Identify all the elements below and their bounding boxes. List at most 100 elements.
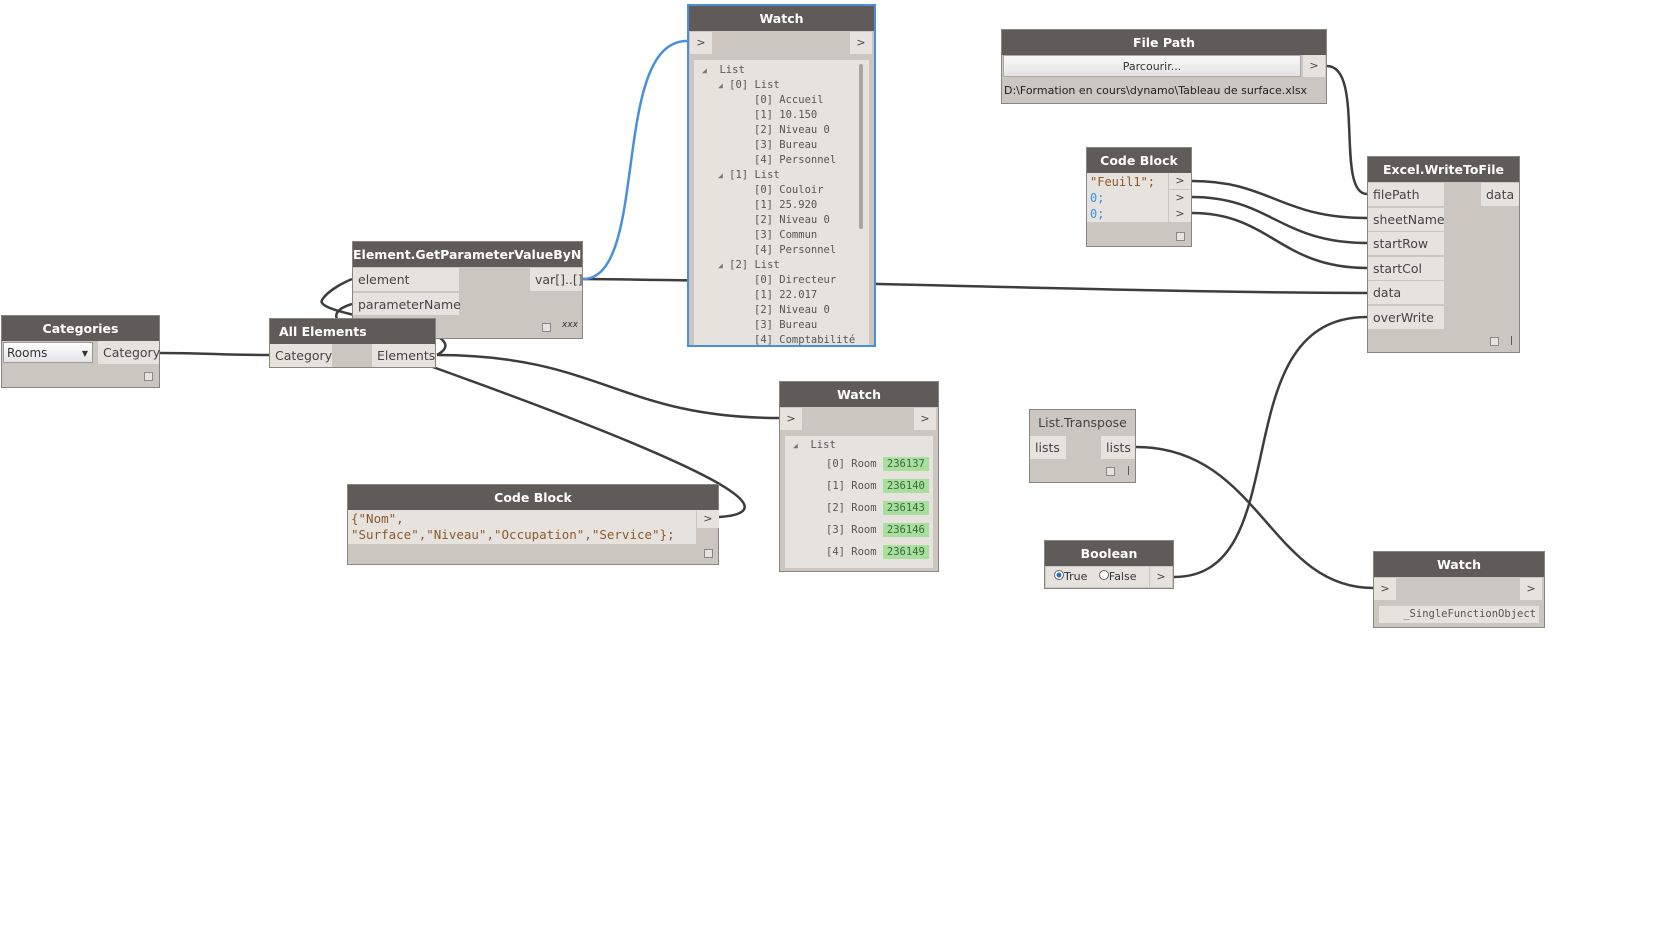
wire-sheetname	[1191, 179, 1368, 220]
preview-checkbox[interactable]	[704, 549, 713, 558]
output-port-2[interactable]: >	[1169, 190, 1191, 206]
wire-overwrite	[1173, 315, 1368, 579]
output-port[interactable]: >	[1520, 578, 1542, 600]
output-port-elements[interactable]: Elements	[372, 344, 435, 367]
collapse-triangle-icon[interactable]: ◢	[702, 66, 707, 75]
tree-leaf: [4] Comptabilité	[754, 334, 856, 345]
tree-leaf: [3] Bureau	[754, 139, 818, 151]
input-port-startcol[interactable]: startCol	[1368, 257, 1444, 280]
input-port-sheetname[interactable]: sheetName	[1368, 208, 1445, 231]
preview-checkbox[interactable]	[144, 372, 153, 381]
node-title: Boolean	[1045, 541, 1173, 566]
output-port[interactable]: >	[1150, 567, 1172, 587]
element-id-badge[interactable]: 236146	[882, 523, 929, 537]
preview-checkbox[interactable]	[542, 323, 551, 332]
output-port[interactable]: >	[697, 510, 719, 528]
output-port-3[interactable]: >	[1169, 206, 1191, 222]
preview-checkbox[interactable]	[1176, 232, 1185, 241]
code-block-node-params[interactable]: Code Block {"Nom", "Surface","Niveau","O…	[347, 484, 719, 565]
element-id-badge[interactable]: 236143	[882, 501, 929, 515]
excel-write-node[interactable]: Excel.WriteToFile filePath sheetName sta…	[1367, 156, 1520, 353]
code-block-node-sheet[interactable]: Code Block "Feuil1"; 0; 0; > > >	[1086, 147, 1192, 247]
node-title: Code Block	[348, 485, 718, 510]
input-port-element[interactable]: element	[353, 268, 459, 291]
tree-leaf: [4] Room 236149	[785, 541, 933, 563]
file-path-node[interactable]: File Path Parcourir... > D:\Formation en…	[1001, 29, 1327, 104]
tree-leaf: [4] Personnel	[754, 154, 837, 166]
element-id-badge[interactable]: 236137	[882, 457, 929, 471]
scrollbar[interactable]	[859, 64, 863, 229]
watch-tree[interactable]: ◢ List ◢ [0] List [0] Accueil [1] 10.150…	[694, 60, 869, 345]
node-title: Watch	[1374, 552, 1544, 577]
boolean-node[interactable]: Boolean True False >	[1044, 540, 1174, 589]
tree-leaf: [2] Niveau 0	[754, 304, 830, 316]
input-port[interactable]: >	[1374, 578, 1396, 600]
node-title: Categories	[2, 316, 159, 341]
input-port-overwrite[interactable]: overWrite	[1368, 306, 1444, 329]
categories-node[interactable]: Categories Rooms▼ Category	[1, 315, 160, 388]
lacing-indicator: |	[1510, 336, 1514, 346]
tree-leaf: [3] Bureau	[754, 319, 818, 331]
output-port-data[interactable]: data	[1481, 183, 1519, 206]
output-port[interactable]: >	[1303, 55, 1325, 77]
wire-elements-to-watch2	[436, 353, 780, 420]
boolean-toggle[interactable]: True False	[1046, 567, 1149, 587]
tree-leaf: [2] Niveau 0	[754, 124, 830, 136]
watch-node-transpose[interactable]: Watch > > _SingleFunctionObject	[1373, 551, 1545, 628]
input-port-data[interactable]: data	[1368, 281, 1444, 304]
node-title: All Elements	[270, 319, 435, 344]
tree-leaf: [2] Room 236143	[785, 497, 933, 519]
preview-checkbox[interactable]	[1490, 337, 1499, 346]
tree-leaf: [3] Room 236146	[785, 519, 933, 541]
output-port-var[interactable]: var[]..[]	[530, 268, 583, 291]
tree-leaf: [1] 22.017	[754, 289, 818, 301]
code-line: "Surface","Niveau","Occupation","Service…	[351, 527, 675, 542]
file-path-value: D:\Formation en cours\dynamo\Tableau de …	[1004, 84, 1308, 97]
tree-leaf: [4] Personnel	[754, 244, 837, 256]
watch-node-elements[interactable]: Watch > > ◢ List [0] Room 236137 [1] Roo…	[779, 381, 939, 572]
label-false: False	[1108, 570, 1137, 583]
input-port-category[interactable]: Category	[270, 344, 332, 367]
input-port-filepath[interactable]: filePath	[1368, 183, 1444, 206]
code-editor[interactable]: {"Nom", "Surface","Niveau","Occupation",…	[348, 510, 696, 544]
tree-leaf: [0] Room 236137	[785, 453, 933, 475]
collapse-triangle-icon[interactable]: ◢	[793, 441, 798, 450]
node-title: Watch	[689, 6, 874, 31]
preview-checkbox[interactable]	[1106, 467, 1115, 476]
node-title: Element.GetParameterValueByName	[353, 242, 582, 267]
code-line: 0;	[1090, 191, 1105, 205]
collapse-triangle-icon[interactable]: ◢	[718, 81, 723, 90]
node-title: Excel.WriteToFile	[1368, 157, 1519, 182]
output-port-1[interactable]: >	[1169, 173, 1191, 189]
tree-leaf: [3] Commun	[754, 229, 818, 241]
input-port[interactable]: >	[780, 408, 802, 430]
tree-leaf: [2] Niveau 0	[754, 214, 830, 226]
chevron-down-icon: ▼	[81, 349, 88, 358]
input-port-lists[interactable]: lists	[1030, 436, 1066, 459]
element-id-badge[interactable]: 236140	[882, 479, 929, 493]
output-port[interactable]: >	[914, 408, 936, 430]
output-port[interactable]: >	[850, 32, 872, 54]
category-dropdown[interactable]: Rooms▼	[3, 342, 93, 363]
watch-node-parameters[interactable]: Watch > > ◢ List ◢ [0] List [0] Accueil …	[687, 4, 876, 347]
wire-category	[159, 351, 270, 357]
input-port-startrow[interactable]: startRow	[1368, 232, 1444, 255]
node-title: Watch	[780, 382, 938, 407]
collapse-triangle-icon[interactable]: ◢	[718, 171, 723, 180]
collapse-triangle-icon[interactable]: ◢	[718, 261, 723, 270]
tree-item: [1] List	[729, 169, 780, 181]
browse-button[interactable]: Parcourir...	[1003, 55, 1301, 77]
input-port-parametername[interactable]: parameterName	[353, 292, 461, 315]
list-transpose-node[interactable]: List.Transpose lists lists |	[1029, 409, 1136, 483]
watch-tree[interactable]: ◢ List [0] Room 236137 [1] Room 236140 […	[785, 436, 933, 568]
radio-false[interactable]	[1098, 570, 1109, 580]
tree-leaf: [1] 25.920	[754, 199, 818, 211]
input-port[interactable]: >	[690, 32, 712, 54]
output-port-category[interactable]: Category	[98, 341, 160, 364]
output-port-lists[interactable]: lists	[1101, 436, 1135, 459]
code-editor[interactable]: "Feuil1"; 0; 0;	[1087, 173, 1168, 222]
element-id-badge[interactable]: 236149	[882, 545, 929, 559]
tree-leaf: [1] Room 236140	[785, 475, 933, 497]
radio-true[interactable]	[1054, 570, 1064, 580]
all-elements-node[interactable]: All Elements Category Elements	[269, 318, 436, 368]
